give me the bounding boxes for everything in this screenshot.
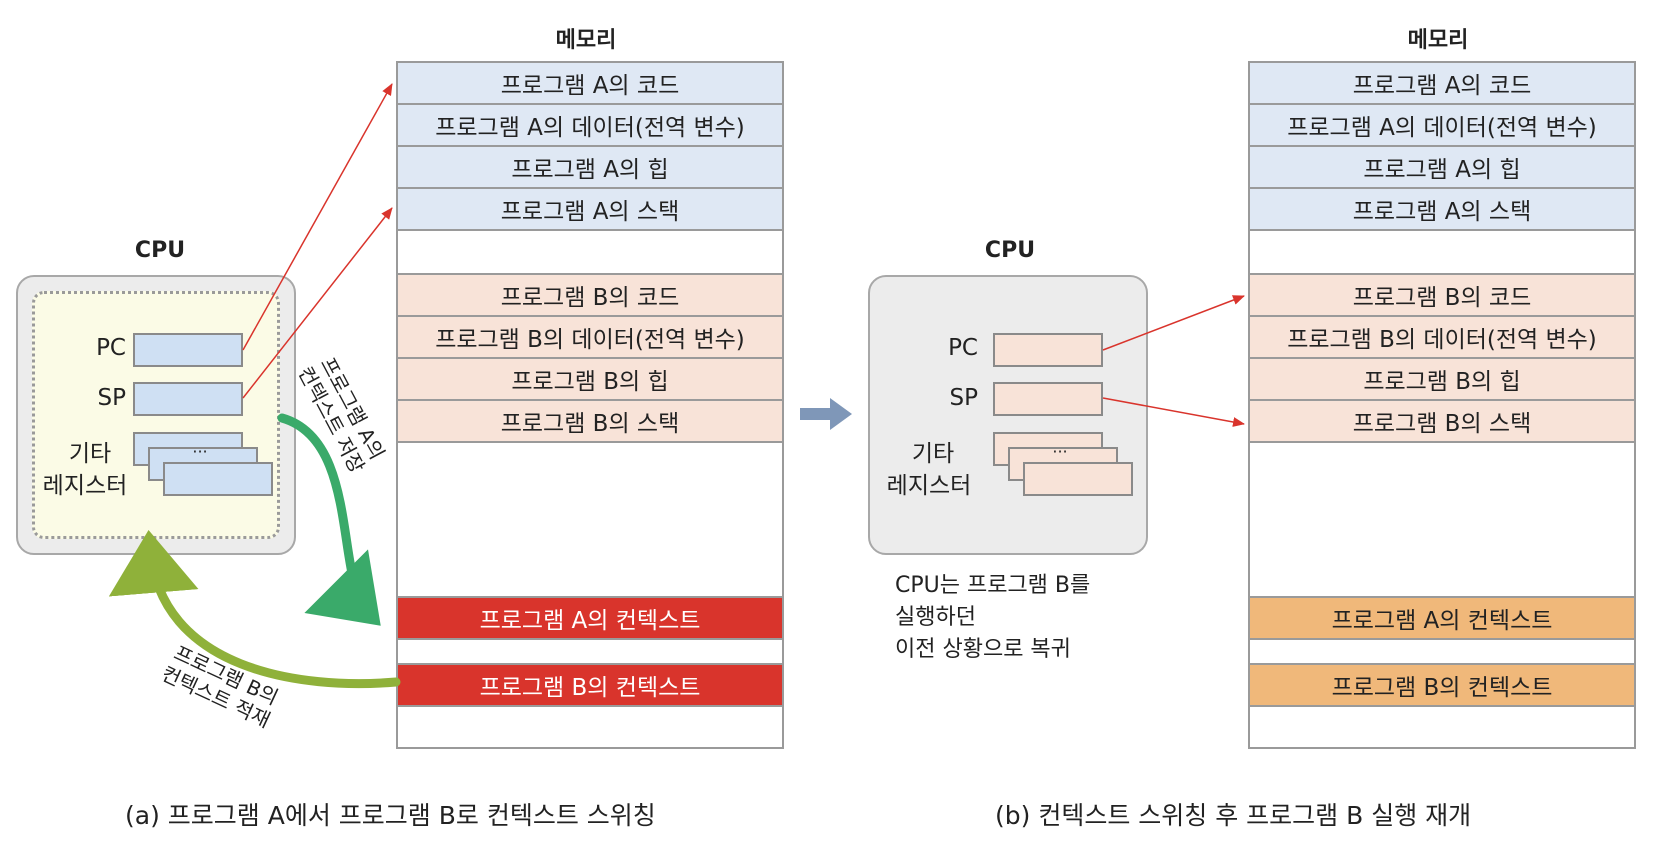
cpu-box-a bbox=[16, 275, 296, 555]
other-register-3-a bbox=[163, 462, 273, 496]
sp-pointer-arrow-b bbox=[1102, 397, 1245, 427]
mem-a-stack-a: 프로그램 A의 스택 bbox=[398, 189, 782, 231]
mem-b-context-a: 프로그램 B의 컨텍스트 bbox=[398, 663, 782, 707]
mem-b-heap-a: 프로그램 B의 힙 bbox=[398, 359, 782, 401]
other-label-line2-b: 레지스터 bbox=[886, 473, 972, 499]
restore-note-line3: 이전 상황으로 복귀 bbox=[895, 637, 1071, 662]
mem-a-data-b: 프로그램 A의 데이터(전역 변수) bbox=[1250, 105, 1634, 147]
sp-pointer-arrow-a bbox=[242, 207, 393, 399]
ellipsis-b: ··· bbox=[1052, 442, 1068, 461]
mem-a-code-a: 프로그램 A의 코드 bbox=[398, 63, 782, 105]
pc-register-a bbox=[133, 333, 243, 367]
other-register-3-b bbox=[1023, 462, 1133, 496]
memory-column-b: 프로그램 A의 코드 프로그램 A의 데이터(전역 변수) 프로그램 A의 힙 … bbox=[1248, 61, 1636, 749]
memory-title-b: 메모리 bbox=[1407, 28, 1469, 53]
pc-label-b: PC bbox=[948, 335, 978, 361]
memory-title-a: 메모리 bbox=[555, 28, 617, 53]
restore-note-line1: CPU는 프로그램 B를 bbox=[895, 573, 1091, 598]
mem-b-stack-a: 프로그램 B의 스택 bbox=[398, 401, 782, 443]
mem-b-code-a: 프로그램 B의 코드 bbox=[398, 273, 782, 317]
restore-note-line2: 실행하던 bbox=[895, 605, 976, 630]
mem-b-stack-b: 프로그램 B의 스택 bbox=[1250, 401, 1634, 443]
mem-a-stack-b: 프로그램 A의 스택 bbox=[1250, 189, 1634, 231]
curved-save-arrow bbox=[277, 413, 381, 626]
sp-register-b bbox=[993, 382, 1103, 416]
pc-pointer-arrow-b bbox=[1102, 295, 1245, 351]
sp-label-b: SP bbox=[949, 385, 978, 411]
mem-a-data-a: 프로그램 A의 데이터(전역 변수) bbox=[398, 105, 782, 147]
cpu-title-b: CPU bbox=[984, 238, 1036, 263]
pc-register-b bbox=[993, 333, 1103, 367]
mem-b-data-a: 프로그램 B의 데이터(전역 변수) bbox=[398, 317, 782, 359]
mem-a-context-a: 프로그램 A의 컨텍스트 bbox=[398, 596, 782, 640]
mem-b-data-b: 프로그램 B의 데이터(전역 변수) bbox=[1250, 317, 1634, 359]
other-label-line1-a: 기타 bbox=[68, 441, 112, 467]
mem-a-context-b: 프로그램 A의 컨텍스트 bbox=[1250, 596, 1634, 640]
mem-b-context-b: 프로그램 B의 컨텍스트 bbox=[1250, 663, 1634, 707]
mem-b-heap-b: 프로그램 B의 힙 bbox=[1250, 359, 1634, 401]
other-label-line1-b: 기타 bbox=[911, 441, 955, 467]
pc-label-a: PC bbox=[96, 335, 126, 361]
other-label-line2-a: 레지스터 bbox=[42, 473, 128, 499]
curved-load-arrow bbox=[108, 530, 401, 689]
mem-a-code-b: 프로그램 A의 코드 bbox=[1250, 63, 1634, 105]
mem-a-heap-a: 프로그램 A의 힙 bbox=[398, 147, 782, 189]
restore-note: CPU는 프로그램 B를 실행하던 이전 상황으로 복귀 bbox=[895, 570, 1195, 666]
memory-column-a: 프로그램 A의 코드 프로그램 A의 데이터(전역 변수) 프로그램 A의 힙 … bbox=[396, 61, 784, 749]
ellipsis-a: ··· bbox=[192, 442, 208, 461]
mem-a-heap-b: 프로그램 A의 힙 bbox=[1250, 147, 1634, 189]
sp-label-a: SP bbox=[97, 385, 126, 411]
mem-b-code-b: 프로그램 B의 코드 bbox=[1250, 273, 1634, 317]
cpu-title-a: CPU bbox=[134, 238, 186, 263]
caption-a: (a) 프로그램 A에서 프로그램 B로 컨텍스트 스위칭 bbox=[125, 801, 656, 830]
caption-b: (b) 컨텍스트 스위칭 후 프로그램 B 실행 재개 bbox=[995, 801, 1472, 830]
pc-pointer-arrow-a bbox=[242, 83, 393, 351]
sp-register-a bbox=[133, 382, 243, 416]
transition-arrow bbox=[800, 398, 852, 430]
